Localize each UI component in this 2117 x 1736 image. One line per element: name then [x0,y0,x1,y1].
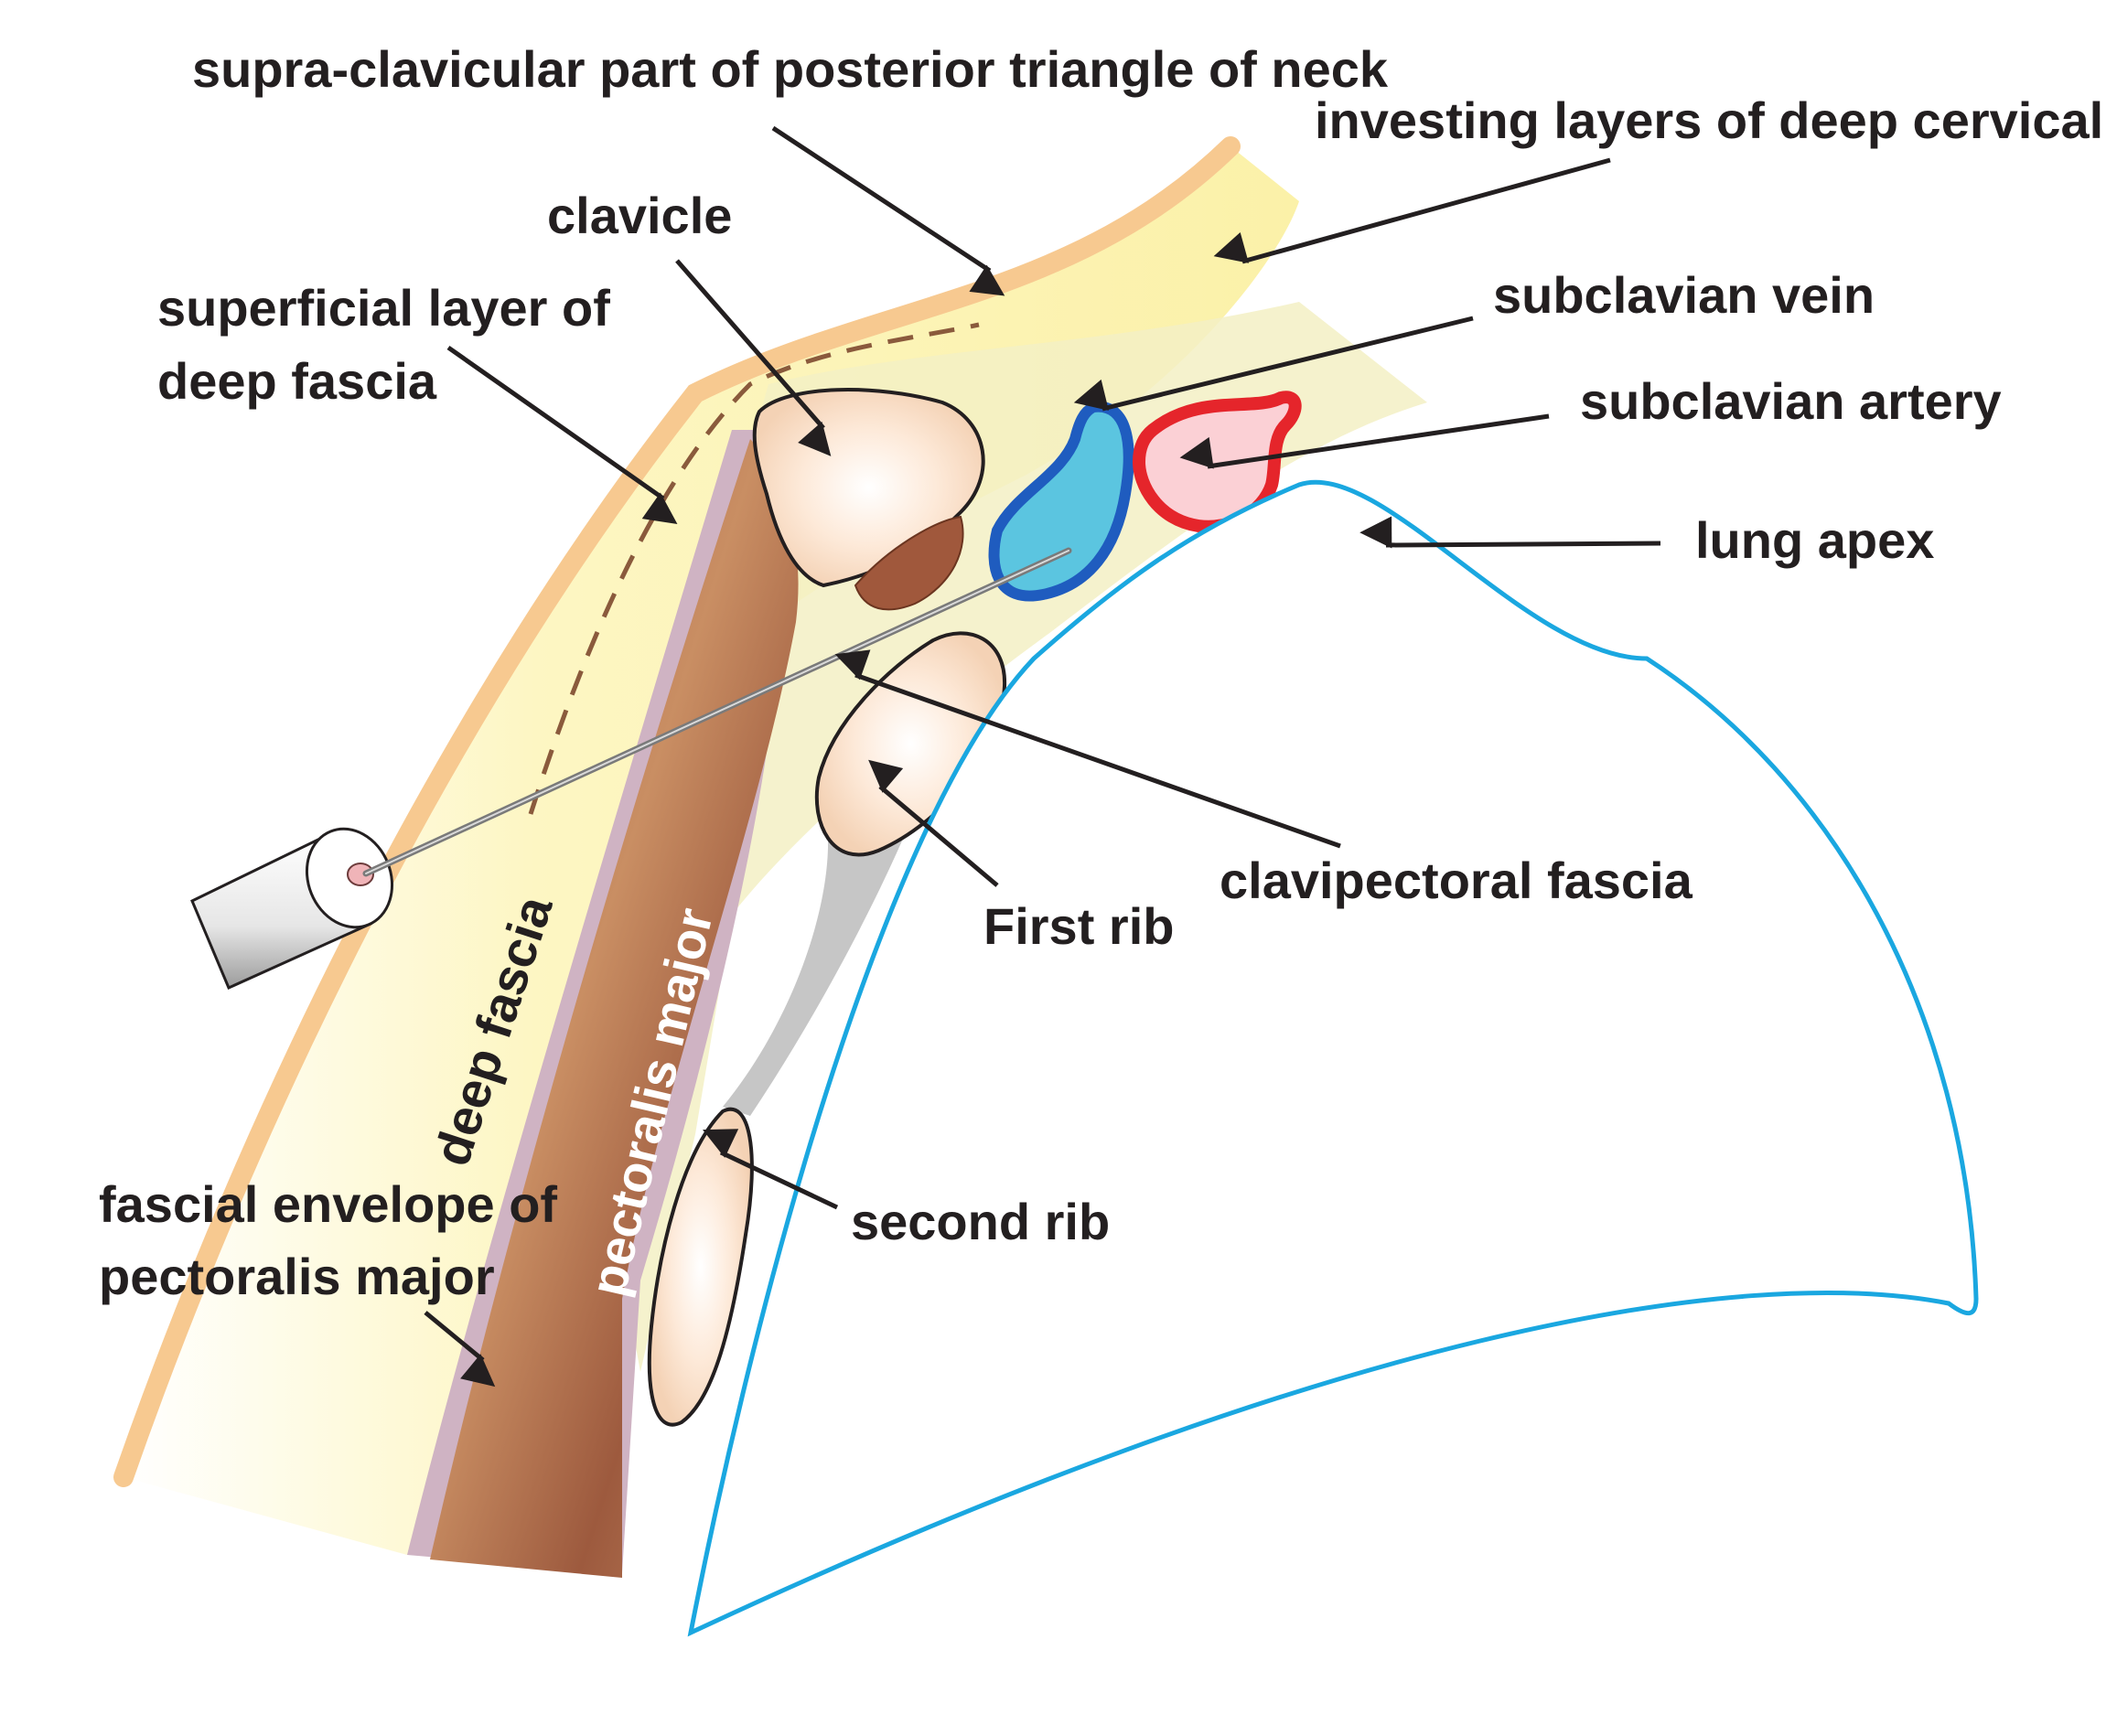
subclavian-vein-shape [988,401,1134,602]
pectoralis-major-muscle [430,439,799,1578]
label-clavipectoral-fascia: clavipectoral fascia [1220,852,1693,909]
syringe [190,547,1072,991]
subclavian-artery-shape [1132,391,1302,533]
skin-line [113,136,1241,1487]
label-superficial-layer-line1: superficial layer of [157,279,610,337]
label-lung-apex: lung apex [1695,511,1934,569]
superficial-fascia-line [528,322,980,815]
leader-lines [424,125,1661,1388]
label-second-rib: second rib [851,1193,1110,1250]
label-subclavian-vein: subclavian vein [1493,266,1875,324]
label-fascial-envelope-line2: pectoralis major [99,1248,495,1305]
label-fascial-envelope-line1: fascial envelope of [99,1175,557,1233]
label-first-rib: First rib [983,897,1174,955]
label-investing-fascia: investing layers of deep cervical fascia [1315,91,2117,149]
subclavius-muscle [854,515,964,611]
label-supraclavicular: supra-clavicular part of posterior trian… [192,40,1389,98]
intercostal-ligament [723,805,906,1116]
label-clavicle: clavicle [547,187,732,244]
subcutaneous-fat [124,146,1299,1555]
second-rib-bone [647,1107,754,1427]
label-superficial-layer-line2: deep fascia [157,352,437,410]
first-rib-bone [814,631,1007,857]
label-subclavian-artery: subclavian artery [1580,372,2002,430]
